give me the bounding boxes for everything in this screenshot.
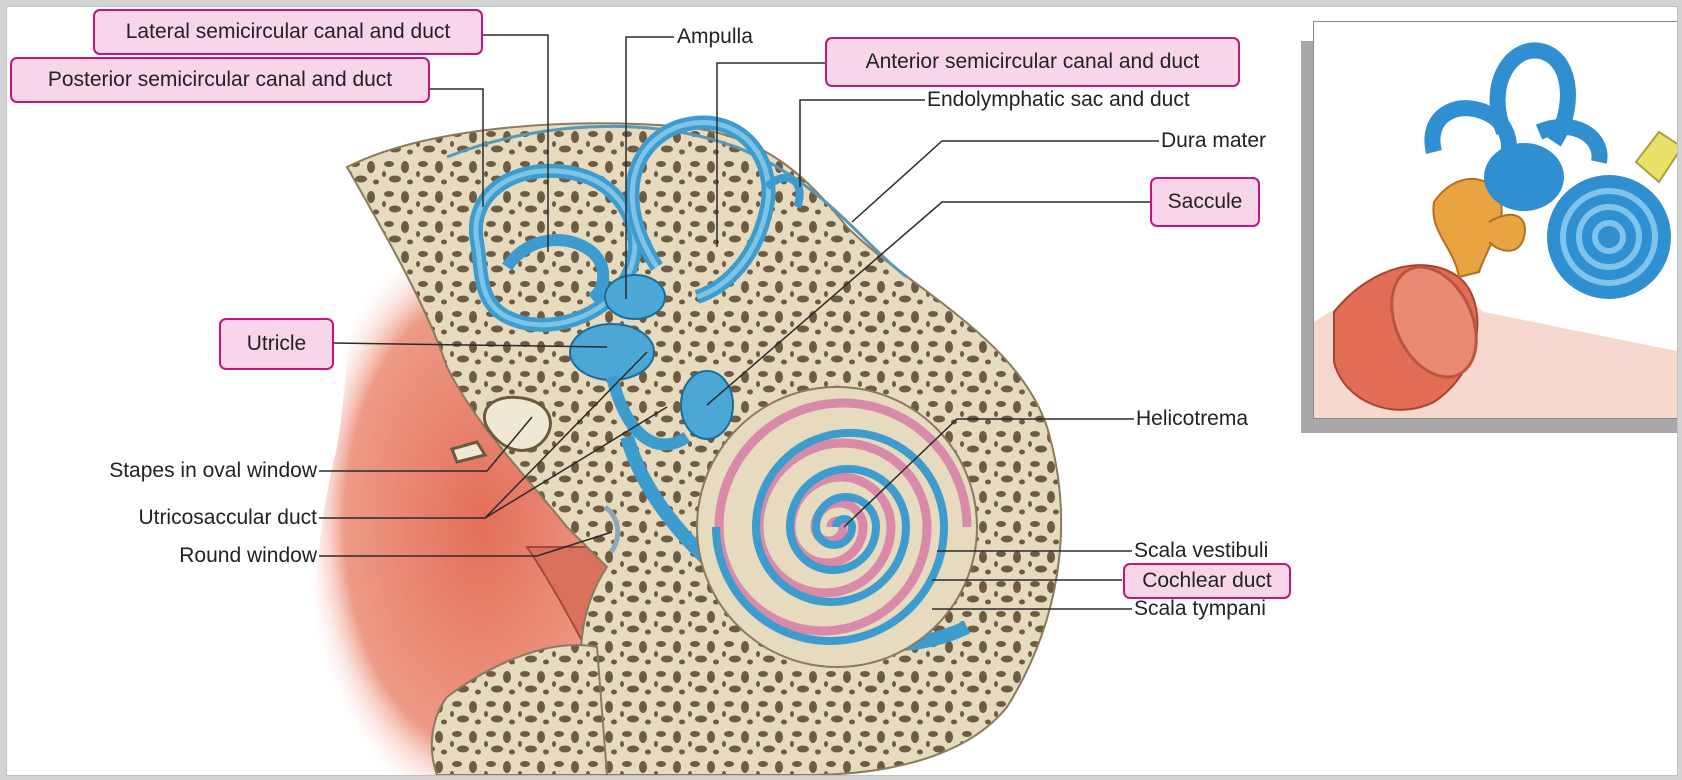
label-scala-tympani: Scala tympani bbox=[1134, 596, 1266, 622]
leader-dura-mater bbox=[852, 141, 1159, 222]
inset-nerve bbox=[1636, 132, 1678, 182]
ampulla-shape bbox=[605, 275, 665, 319]
label-stapes: Stapes in oval window bbox=[67, 458, 317, 484]
inset-vestibule bbox=[1484, 143, 1564, 211]
label-posterior-canal: Posterior semicircular canal and duct bbox=[10, 57, 430, 103]
label-helicotrema: Helicotrema bbox=[1136, 406, 1248, 432]
inset-overview-image bbox=[1313, 21, 1678, 419]
label-lateral-canal-text: Lateral semicircular canal and duct bbox=[126, 19, 451, 45]
label-utricle: Utricle bbox=[219, 318, 334, 370]
label-endolymphatic: Endolymphatic sac and duct bbox=[927, 87, 1190, 113]
label-utricle-text: Utricle bbox=[247, 331, 307, 357]
inset-ear-illustration bbox=[1314, 22, 1678, 418]
label-round-window: Round window bbox=[67, 543, 317, 569]
cochlea-spiral bbox=[697, 387, 977, 667]
label-saccule: Saccule bbox=[1150, 177, 1260, 227]
label-saccule-text: Saccule bbox=[1168, 189, 1243, 215]
label-cochlear-duct-text: Cochlear duct bbox=[1142, 568, 1272, 594]
label-cochlear-duct: Cochlear duct bbox=[1123, 563, 1291, 599]
utricle-shape bbox=[570, 324, 654, 380]
label-anterior-canal-text: Anterior semicircular canal and duct bbox=[866, 49, 1200, 75]
label-ampulla: Ampulla bbox=[677, 24, 753, 50]
label-scala-vestibuli: Scala vestibuli bbox=[1134, 538, 1268, 564]
label-lateral-canal: Lateral semicircular canal and duct bbox=[93, 9, 483, 55]
label-utricosaccular: Utricosaccular duct bbox=[67, 505, 317, 531]
label-anterior-canal: Anterior semicircular canal and duct bbox=[825, 37, 1240, 87]
label-posterior-canal-text: Posterior semicircular canal and duct bbox=[48, 67, 392, 93]
inset-cochlea bbox=[1547, 175, 1671, 299]
label-dura-mater: Dura mater bbox=[1161, 128, 1266, 154]
diagram-canvas: Lateral semicircular canal and duct Post… bbox=[6, 6, 1678, 776]
